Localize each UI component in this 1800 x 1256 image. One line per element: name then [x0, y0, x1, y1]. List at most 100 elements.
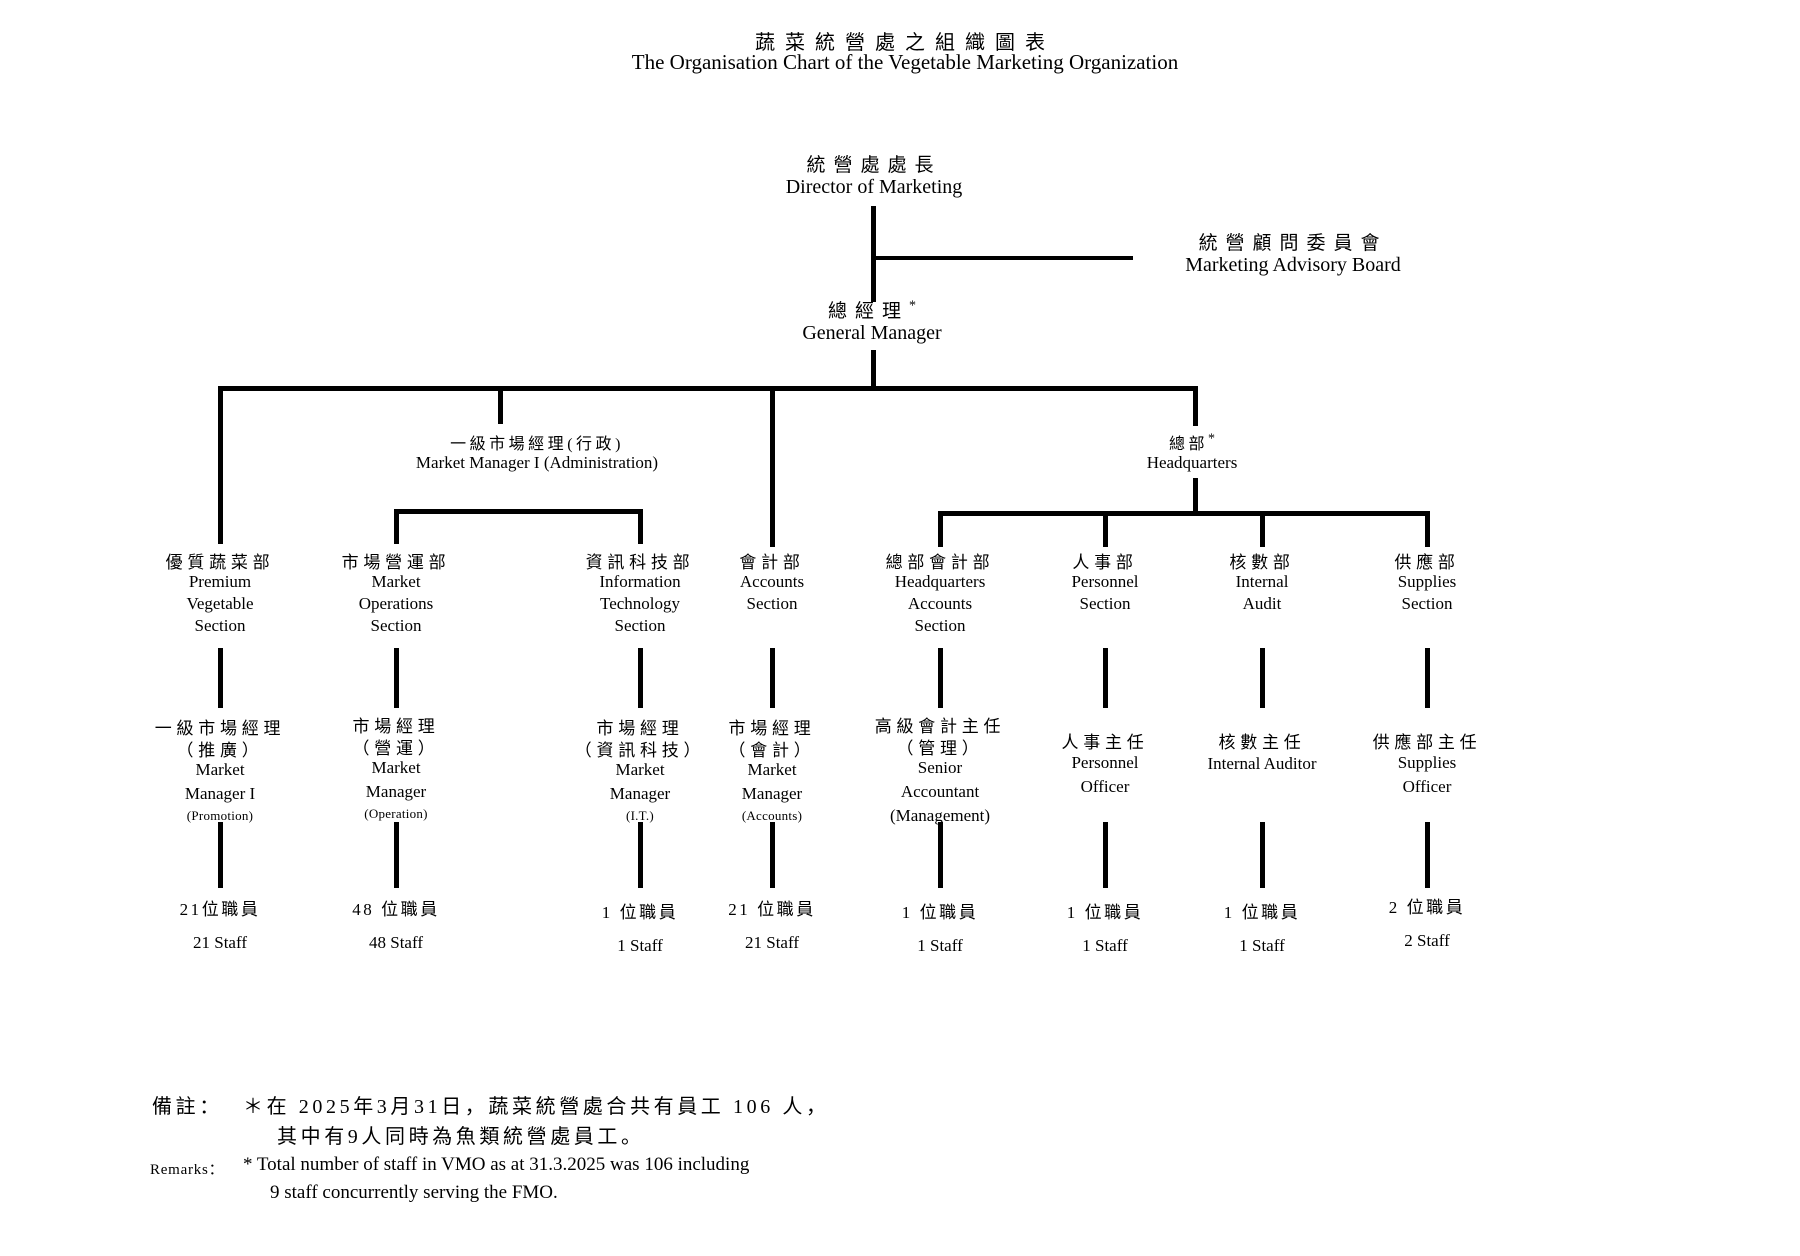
section-label-en: Section: [1079, 594, 1131, 613]
connector-director-to-gm: [871, 206, 876, 302]
staff-count-zh: 48 位職員: [352, 900, 440, 919]
manager-label-zh: 市場經理: [352, 717, 440, 736]
staff-count-zh: 1 位職員: [1066, 903, 1144, 922]
connector-section-manager-4: [770, 648, 775, 708]
remarks-note-en-line2: 9 staff concurrently serving the FMO.: [270, 1182, 558, 1203]
manager-label-note: (Promotion): [186, 808, 254, 823]
section-label-en: Supplies: [1397, 572, 1457, 591]
general-manager-label-en: General Manager: [802, 322, 942, 344]
advisory-board-label-en: Marketing Advisory Board: [1185, 254, 1401, 276]
section-label-en: Section: [746, 594, 798, 613]
connector-manager-staff-7: [1260, 822, 1265, 888]
page-title-en: The Organisation Chart of the Vegetable …: [631, 50, 1179, 74]
connector-admin-sub-horizontal: [394, 509, 643, 514]
manager-label-en: (Management): [889, 806, 991, 825]
headquarters-label-zh: 總部*: [1169, 430, 1215, 454]
connector-manager-staff-3: [638, 822, 643, 888]
connector-drop-admin-manager: [498, 386, 503, 424]
connector-section-manager-5: [938, 648, 943, 708]
section-label-en: Technology: [599, 594, 681, 613]
manager-label-note: (Operation): [364, 806, 428, 821]
manager-label-en: Senior: [917, 758, 963, 777]
section-label-en: Section: [1401, 594, 1453, 613]
manager-label-zh: 市場經理: [728, 719, 816, 738]
section-label-en: Information: [599, 572, 681, 591]
connector-manager-staff-6: [1103, 822, 1108, 888]
connector-manager-staff-5: [938, 822, 943, 888]
manager-label-en: Officer: [1402, 777, 1452, 796]
manager-label-en: Internal Auditor: [1207, 754, 1317, 773]
staff-count-en: 1 Staff: [1239, 936, 1285, 955]
section-label-en: Accounts: [907, 594, 973, 613]
manager-label-en: Officer: [1080, 777, 1130, 796]
connector-section-manager-1: [218, 648, 223, 708]
general-manager-asterisk: *: [908, 298, 916, 314]
connector-drop-supplies: [1425, 511, 1430, 547]
connector-drop-information-technology: [638, 509, 643, 544]
connector-headquarters-to-sub: [1193, 478, 1198, 514]
admin-manager-label-zh: 一級市場經理(行政): [450, 436, 624, 453]
manager-label-en: Personnel: [1071, 753, 1139, 772]
manager-label-en: Market: [371, 758, 421, 777]
connector-section-manager-2: [394, 648, 399, 708]
manager-label-zh: 高級會計主任: [874, 717, 1006, 736]
section-label-zh: 會計部: [739, 553, 805, 572]
section-label-zh: 核數部: [1229, 553, 1295, 572]
headquarters-asterisk: *: [1208, 431, 1216, 447]
connector-main-horizontal: [218, 386, 1198, 391]
section-label-zh: 資訊科技部: [585, 553, 695, 572]
section-label-en: Section: [370, 616, 422, 635]
staff-count-en: 21 Staff: [745, 933, 799, 952]
section-label-en: Audit: [1242, 594, 1282, 613]
manager-label-zh: 人事主任: [1061, 733, 1149, 752]
connector-manager-staff-4: [770, 822, 775, 888]
connector-manager-staff-8: [1425, 822, 1430, 888]
manager-label-zh: 一級市場經理: [154, 719, 286, 738]
manager-label-en: Manager: [365, 782, 427, 801]
manager-label-en: Market: [747, 760, 797, 779]
manager-label-en: Market: [195, 760, 245, 779]
connector-drop-accounts: [770, 386, 775, 547]
manager-label-zh: （資訊科技）: [574, 741, 706, 760]
connector-drop-headquarters: [1193, 386, 1198, 426]
connector-drop-premium-vegetable: [218, 386, 223, 544]
section-label-zh: 人事部: [1072, 553, 1138, 572]
advisory-board-label-zh: 統營顧問委員會: [1198, 233, 1388, 254]
admin-manager-label-en: Market Manager I (Administration): [415, 453, 659, 472]
page-title-zh: 蔬菜統營處之組織圖表: [755, 32, 1055, 54]
staff-count-zh: 1 位職員: [901, 903, 979, 922]
section-label-zh: 市場營運部: [341, 553, 451, 572]
section-label-zh: 優質蔬菜部: [165, 553, 275, 572]
manager-label-en: Manager: [609, 784, 671, 803]
general-manager-label-zh: 總經理*: [828, 296, 916, 323]
connector-hq-sub-horizontal: [938, 511, 1430, 516]
manager-label-en: Market: [615, 760, 665, 779]
staff-count-en: 1 Staff: [1082, 936, 1128, 955]
manager-label-zh: （推廣）: [176, 741, 264, 760]
manager-label-zh: 供應部主任: [1372, 733, 1482, 752]
headquarters-label-en: Headquarters: [1146, 453, 1238, 472]
section-label-en: Internal: [1235, 572, 1289, 591]
staff-count-en: 21 Staff: [193, 933, 247, 952]
manager-label-zh: （營運）: [352, 739, 440, 758]
section-label-en: Section: [614, 616, 666, 635]
section-label-en: Premium: [188, 572, 252, 591]
remarks-note-en-line1: * Total number of staff in VMO as at 31.…: [243, 1154, 750, 1175]
manager-label-en: Accountant: [900, 782, 980, 801]
staff-count-zh: 21位職員: [179, 900, 261, 919]
manager-label-zh: 核數主任: [1218, 733, 1306, 752]
section-label-zh: 供應部: [1394, 553, 1460, 572]
connector-section-manager-8: [1425, 648, 1430, 708]
staff-count-en: 1 Staff: [617, 936, 663, 955]
connector-gm-to-main: [871, 350, 876, 390]
general-manager-zh-text: 總經理: [828, 301, 909, 322]
headquarters-zh-text: 總部: [1168, 436, 1209, 453]
director-label-en: Director of Marketing: [785, 176, 963, 198]
connector-section-manager-7: [1260, 648, 1265, 708]
staff-count-zh: 1 位職員: [601, 903, 679, 922]
connector-advisory-board: [871, 256, 1133, 260]
remarks-label-zh: 備註：: [152, 1096, 223, 1118]
director-label-zh: 統營處處長: [806, 155, 942, 176]
connector-manager-staff-2: [394, 822, 399, 888]
